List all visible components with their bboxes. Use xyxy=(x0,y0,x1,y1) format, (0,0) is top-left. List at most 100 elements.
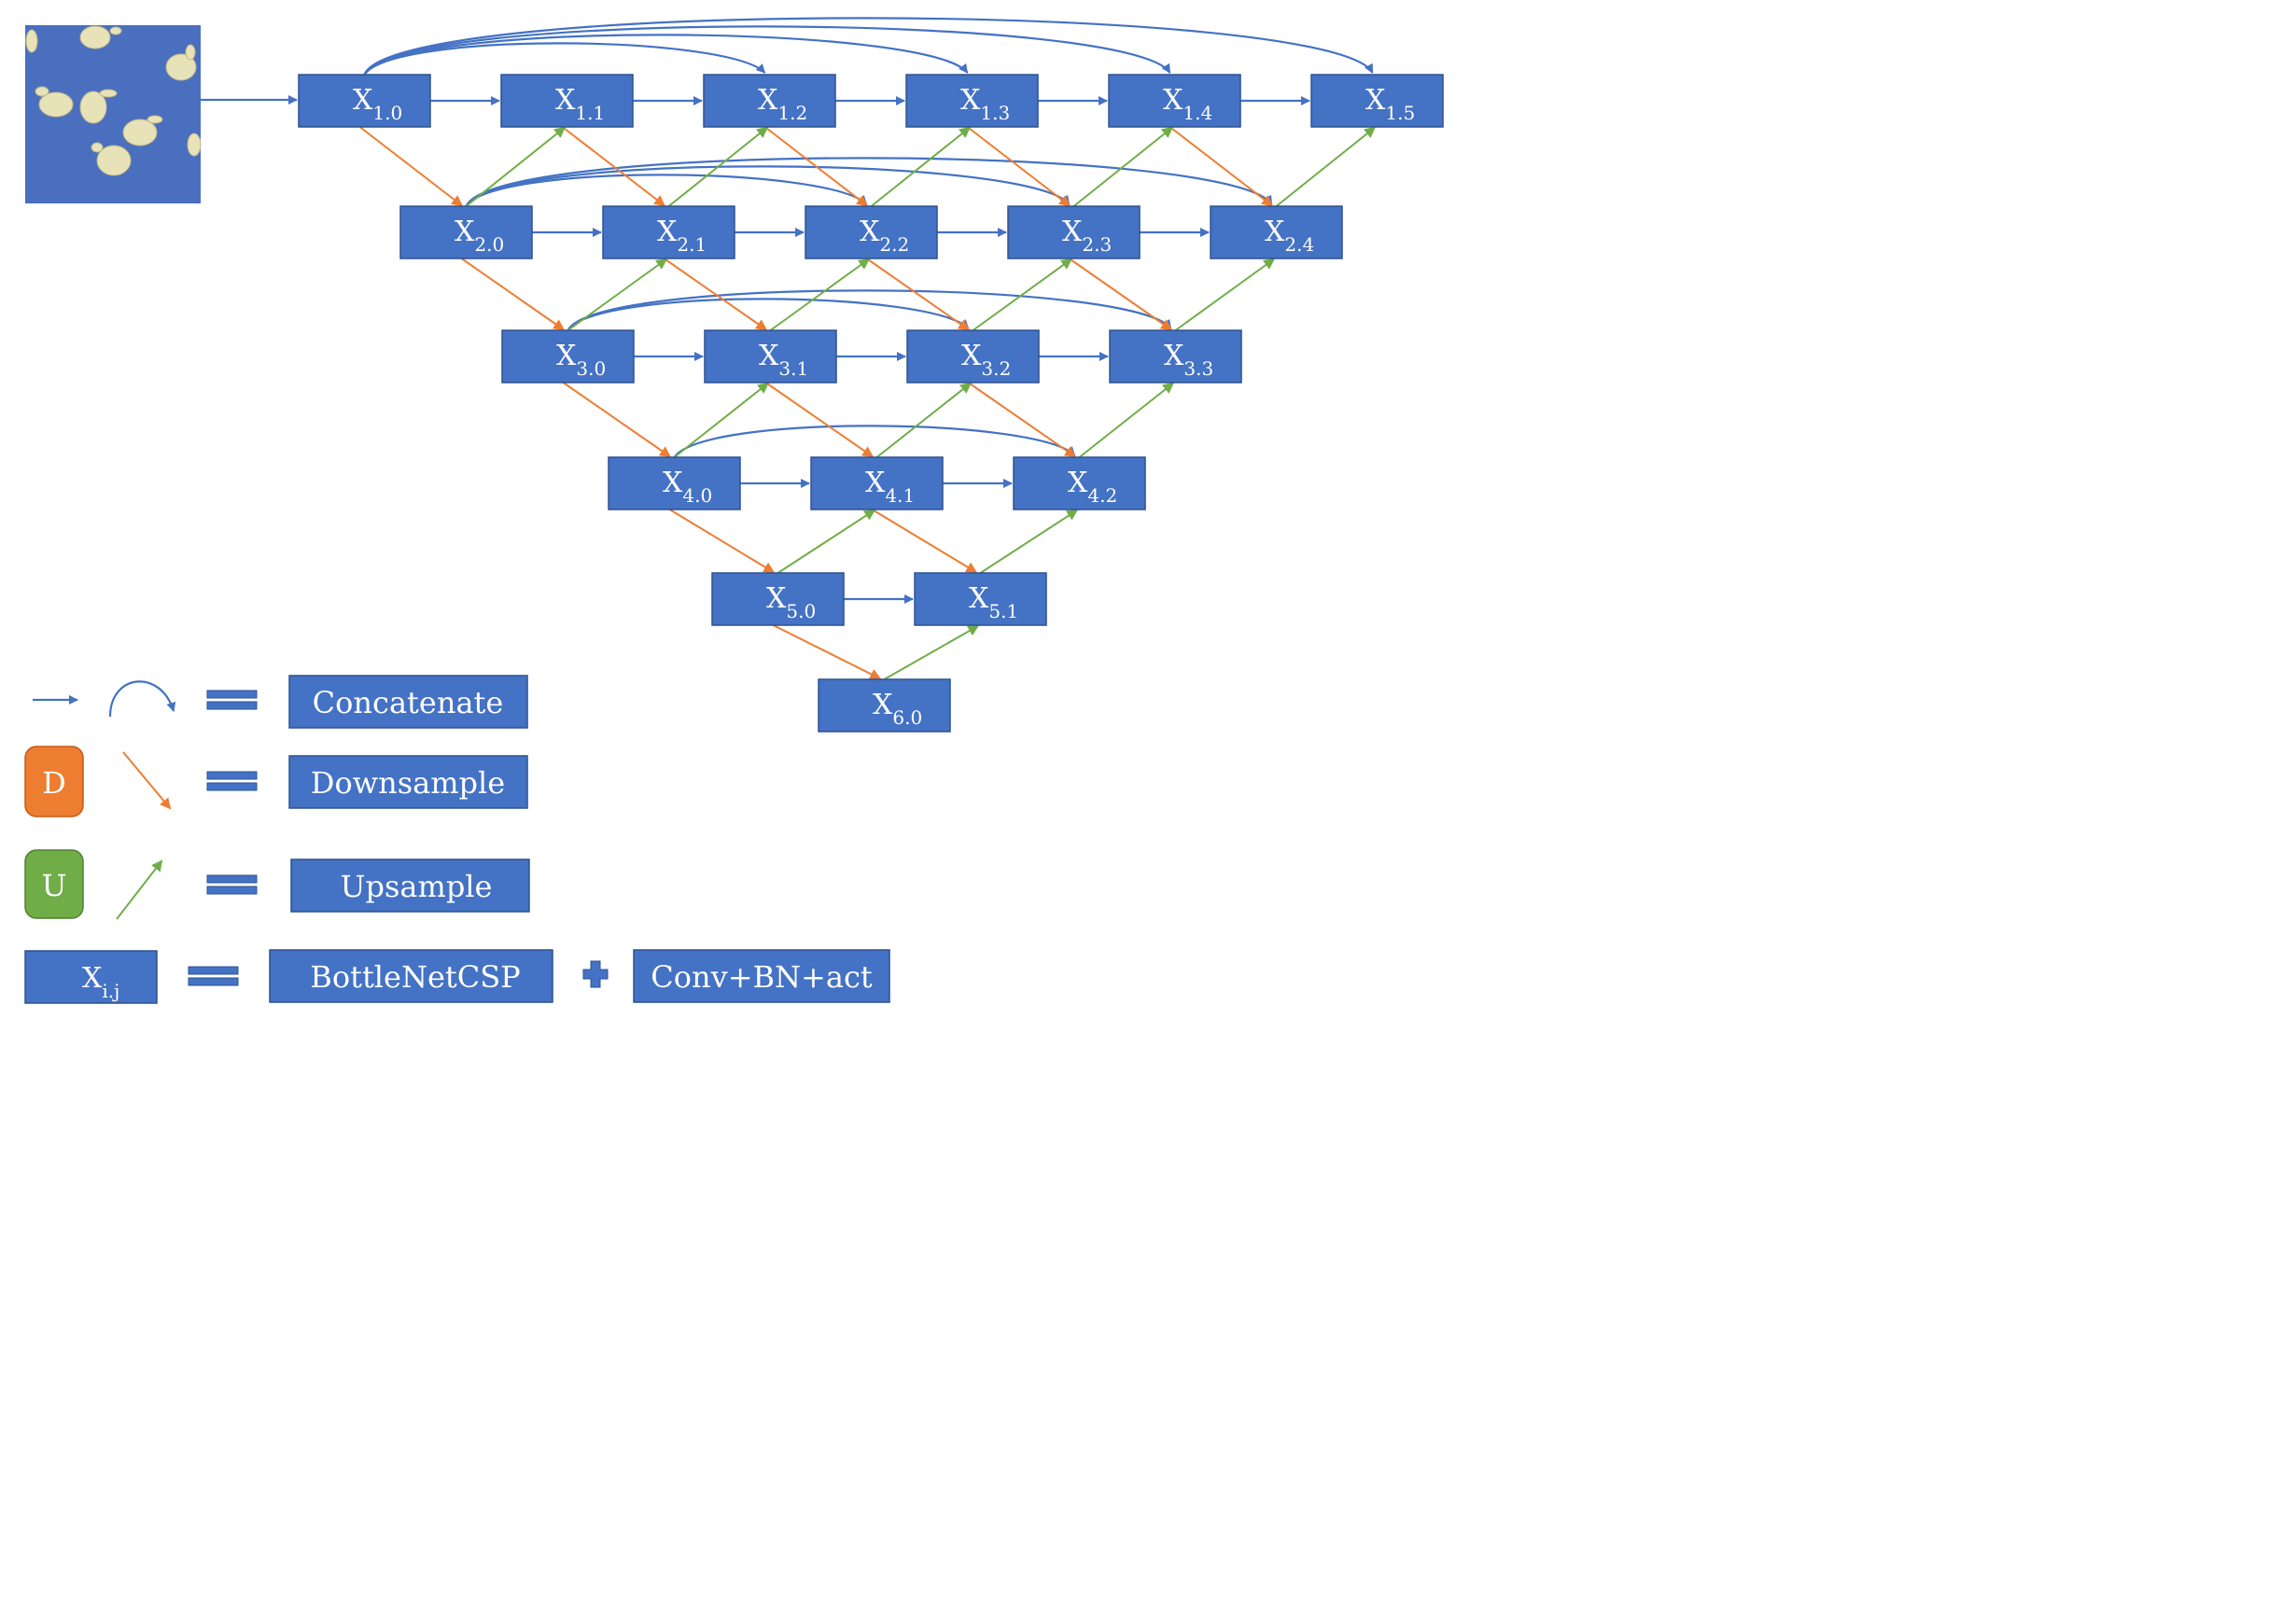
legend-equals-icon xyxy=(206,771,258,791)
node-label: X3.2 xyxy=(961,340,1011,380)
upsample-arrow xyxy=(667,126,769,207)
upsample-arrow xyxy=(769,258,871,331)
legend-up-badge xyxy=(24,849,84,919)
upsample-arrow xyxy=(465,126,567,207)
downsample-arrow xyxy=(1169,126,1274,207)
node-x-3-1: X3.1 xyxy=(704,329,837,384)
node-x-5-0: X5.0 xyxy=(711,572,845,626)
downsample-arrow xyxy=(358,126,464,207)
downsample-arrow xyxy=(871,509,978,574)
node-x-1-2: X1.2 xyxy=(703,74,836,128)
downsample-arrow xyxy=(561,126,666,207)
skip-concat-arrow xyxy=(567,298,970,331)
downsample-arrow xyxy=(763,126,869,207)
legend-up-label: Upsample xyxy=(341,869,493,904)
node-x-1-1: X1.1 xyxy=(500,74,634,128)
legend-down-badge xyxy=(24,746,84,817)
node-label: X4.2 xyxy=(1068,467,1117,507)
input-image xyxy=(25,25,202,203)
upsample-arrow xyxy=(884,625,980,680)
node-x-4-2: X4.2 xyxy=(1013,456,1146,510)
legend-conv-box xyxy=(633,949,890,1003)
node-x-1-4: X1.4 xyxy=(1108,74,1241,128)
node-x-1-0: X1.0 xyxy=(298,74,431,128)
upsample-arrow xyxy=(1078,382,1175,458)
legend-block-text: Xi.j xyxy=(82,962,119,1002)
downsample-arrow xyxy=(764,382,875,458)
node-label: X2.0 xyxy=(455,216,504,256)
downsample-arrow xyxy=(966,126,1071,207)
node-x-4-1: X4.1 xyxy=(810,456,944,510)
legend-up-arrow xyxy=(116,859,163,920)
downsample-arrow xyxy=(1068,258,1173,331)
skip-concat-arrow xyxy=(673,425,1076,458)
node-x-2-0: X2.0 xyxy=(399,205,533,259)
upsample-arrow xyxy=(1072,126,1174,207)
node-label: X4.1 xyxy=(865,467,915,507)
upsample-arrow xyxy=(1174,258,1276,331)
upsample-arrow xyxy=(979,509,1079,574)
upsample-arrow xyxy=(1275,126,1377,207)
node-label: X5.0 xyxy=(766,582,816,622)
node-label: X1.3 xyxy=(960,84,1010,124)
legend-concat-label: Concatenate xyxy=(313,685,504,720)
legend-bottlenet-label: BottleNetCSP xyxy=(310,959,520,995)
node-x-5-1: X5.1 xyxy=(914,572,1047,626)
legend-equals-icon xyxy=(206,874,258,895)
node-label: X1.1 xyxy=(555,84,605,124)
node-x-2-1: X2.1 xyxy=(602,205,735,259)
upsample-arrow xyxy=(567,258,668,331)
skip-concat-arrow xyxy=(363,34,969,76)
node-label: X2.2 xyxy=(860,216,909,256)
node-label: X2.1 xyxy=(657,216,707,256)
skip-concat-arrow xyxy=(465,157,1273,207)
upsample-arrow xyxy=(875,382,973,458)
node-x-1-5: X1.5 xyxy=(1310,74,1444,128)
node-x-2-4: X2.4 xyxy=(1210,205,1343,259)
skip-concat-arrow xyxy=(465,165,1071,207)
node-x-1-3: X1.3 xyxy=(905,74,1039,128)
upsample-arrow xyxy=(870,126,972,207)
legend-equals-icon xyxy=(188,966,239,986)
upsample-arrow xyxy=(972,258,1073,331)
node-label: X1.4 xyxy=(1163,84,1212,124)
downsample-arrow xyxy=(460,258,566,331)
downsample-arrow xyxy=(562,382,672,458)
downsample-arrow xyxy=(668,509,776,574)
plus-icon xyxy=(582,960,609,988)
legend-down-badge-text: D xyxy=(42,765,66,801)
upsample-arrow xyxy=(673,382,770,458)
node-label: X2.4 xyxy=(1265,216,1314,256)
node-label: X3.0 xyxy=(556,340,606,380)
node-x-4-0: X4.0 xyxy=(608,456,741,510)
edges-layer xyxy=(201,17,1377,680)
legend-concat-box xyxy=(288,675,528,729)
node-label: X1.5 xyxy=(1365,84,1415,124)
legend-bottlenet-box xyxy=(269,949,553,1003)
node-label: X6.0 xyxy=(873,689,922,729)
downsample-arrow xyxy=(865,258,971,331)
node-x-6-0: X6.0 xyxy=(818,678,951,733)
node-label: X1.0 xyxy=(353,84,402,124)
legend: Concatenate D Downsample U Upsample Xi.j… xyxy=(24,675,890,1004)
legend-up-box xyxy=(290,858,530,913)
node-x-3-0: X3.0 xyxy=(501,329,635,384)
node-label: X4.0 xyxy=(663,467,712,507)
node-label: X3.1 xyxy=(759,340,808,380)
downsample-arrow xyxy=(663,258,768,331)
skip-concat-arrow xyxy=(567,289,1172,331)
node-x-2-2: X2.2 xyxy=(805,205,938,259)
node-x-3-2: X3.2 xyxy=(906,329,1040,384)
downsample-arrow xyxy=(967,382,1077,458)
skip-concat-arrow xyxy=(363,25,1171,76)
node-label: X2.3 xyxy=(1062,216,1112,256)
legend-up-badge-text: U xyxy=(42,868,67,903)
downsample-arrow xyxy=(773,624,882,679)
legend-block-box xyxy=(24,950,158,1004)
legend-down-box xyxy=(288,755,528,809)
nodes-layer: X1.0 X1.1 X1.2 X1.3 X1.4 X1.5X2.0 X2.1 X2.2 X2.3… xyxy=(298,74,1444,733)
legend-conv-label: Conv+BN+act xyxy=(651,959,873,995)
unet-plus-plus-diagram: X1.0 X1.1 X1.2 X1.3 X1.4 X1.5X2.0 X2.1 X2.2 X2.3… xyxy=(24,17,1444,1004)
legend-down-arrow xyxy=(122,751,172,810)
legend-equals-icon xyxy=(206,690,258,710)
